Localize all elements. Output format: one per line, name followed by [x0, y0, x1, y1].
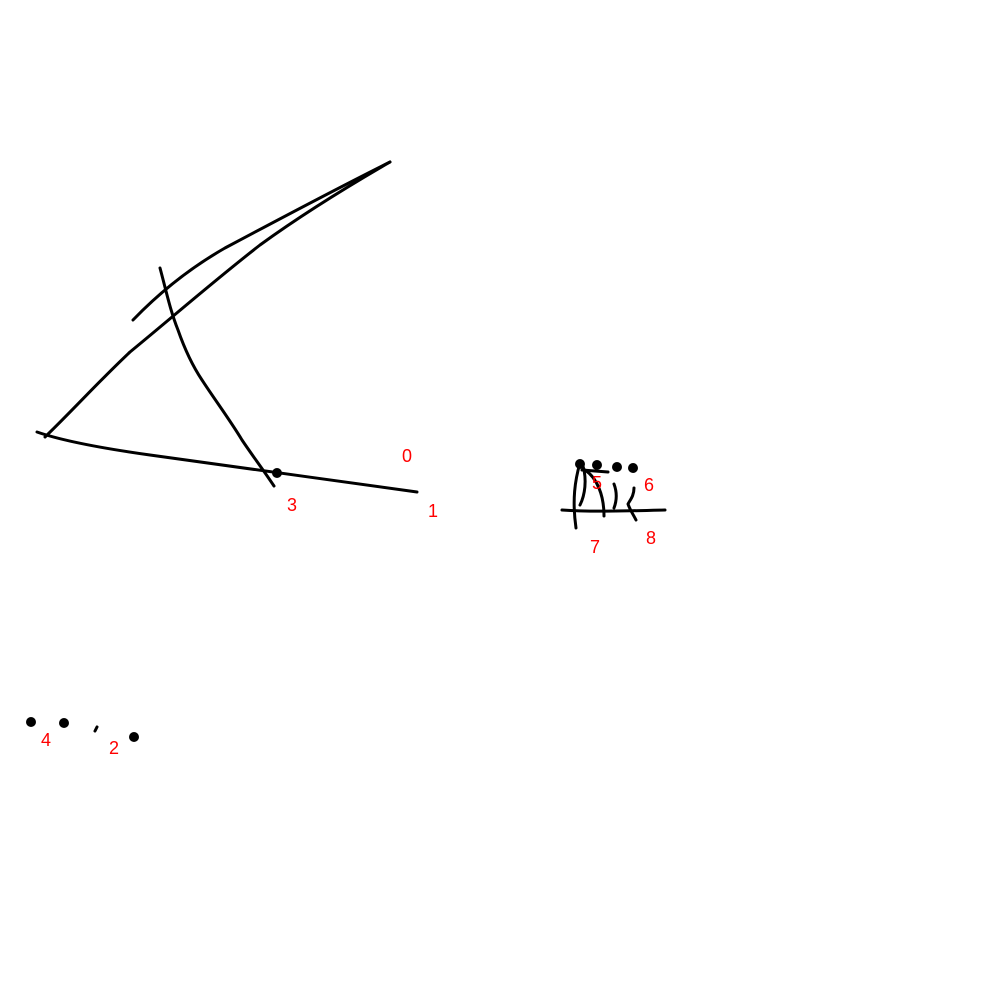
left-sketch: [35, 160, 419, 494]
label-5: 5: [592, 473, 602, 493]
dot-4b: [59, 718, 69, 728]
base-stroke: [35, 430, 419, 494]
right-top-stroke: [580, 468, 610, 474]
label-3: 3: [287, 495, 297, 515]
dot-5b: [592, 460, 602, 470]
right-curve-a: [572, 461, 582, 530]
label-1: 1: [428, 501, 438, 521]
slanted-stroke: [158, 266, 276, 488]
label-0: 0: [402, 446, 412, 466]
upper-arc-stroke: [131, 160, 392, 322]
labels: 0 1 2 3 4 5 6 7 8: [41, 446, 656, 758]
right-sketch: [560, 459, 667, 530]
dot-5a: [575, 459, 585, 469]
label-6: 6: [644, 475, 654, 495]
dot-6b: [628, 463, 638, 473]
dot-2: [129, 732, 139, 742]
tick-mark: [93, 725, 99, 733]
label-4: 4: [41, 730, 51, 750]
bottom-left-dots: [26, 717, 139, 742]
right-curve-d: [612, 482, 618, 510]
dot-6a: [612, 462, 622, 472]
label-7: 7: [590, 537, 600, 557]
label-2: 2: [109, 738, 119, 758]
dot-4a: [26, 717, 36, 727]
dot-3: [272, 468, 282, 478]
label-8: 8: [646, 528, 656, 548]
right-curve-e: [626, 486, 638, 522]
right-curve-b: [578, 464, 587, 507]
diagonal-stroke: [43, 160, 392, 439]
right-base-stroke: [560, 508, 667, 513]
right-curve-c: [583, 468, 606, 518]
